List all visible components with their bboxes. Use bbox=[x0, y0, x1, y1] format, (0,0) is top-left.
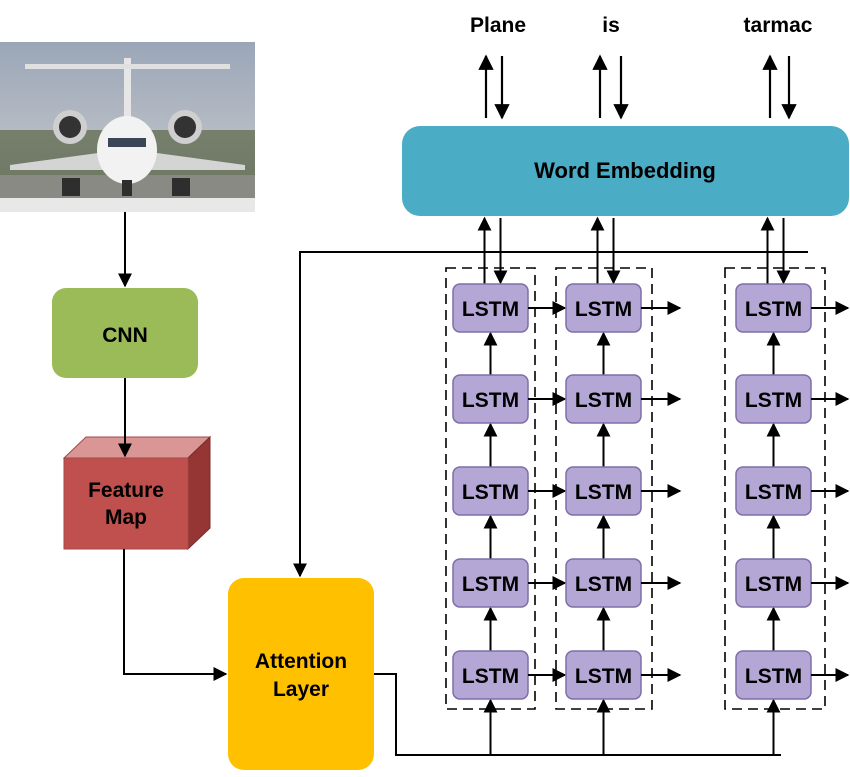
lstm-cell-label: LSTM bbox=[575, 573, 632, 596]
attention-label-2: Layer bbox=[273, 678, 329, 701]
lstm-cell-label: LSTM bbox=[575, 389, 632, 412]
lstm-cell-label: LSTM bbox=[462, 665, 519, 688]
lstm-cell-label: LSTM bbox=[745, 298, 802, 321]
cnn-box bbox=[52, 288, 198, 378]
word-embedding-label: Word Embedding bbox=[534, 158, 716, 183]
lstm-cell-label: LSTM bbox=[462, 481, 519, 504]
word-embedding-box bbox=[402, 126, 849, 216]
cnn-label: CNN bbox=[102, 324, 148, 347]
lstm-cell-label: LSTM bbox=[462, 573, 519, 596]
lstm-cell-label: LSTM bbox=[745, 573, 802, 596]
feature-map-label-1: Feature bbox=[88, 479, 164, 502]
output-arrows bbox=[478, 54, 797, 120]
lstm-cell-label: LSTM bbox=[745, 665, 802, 688]
lstm-cell-label: LSTM bbox=[745, 389, 802, 412]
lstm-cell-label: LSTM bbox=[575, 665, 632, 688]
feature-map-label-2: Map bbox=[105, 506, 147, 529]
feature-map-cube bbox=[62, 435, 212, 551]
lstm-cell-label: LSTM bbox=[462, 298, 519, 321]
lstm-cell-label: LSTM bbox=[575, 481, 632, 504]
airplane-photo bbox=[0, 42, 255, 212]
lstm-grid: LSTM LSTM LSTM LSTM LSTM LSTM LSTM LSTM LSTM LSTM… bbox=[396, 216, 850, 756]
attention-box bbox=[228, 578, 374, 770]
lstm-cell-label: LSTM bbox=[575, 298, 632, 321]
lstm-cell-label: LSTM bbox=[462, 389, 519, 412]
output-word-1: Plane bbox=[470, 14, 526, 37]
lstm-cell-label: LSTM bbox=[745, 481, 802, 504]
output-word-3: tarmac bbox=[744, 14, 813, 37]
attention-label-1: Attention bbox=[255, 650, 347, 673]
output-word-2: is bbox=[602, 14, 620, 37]
